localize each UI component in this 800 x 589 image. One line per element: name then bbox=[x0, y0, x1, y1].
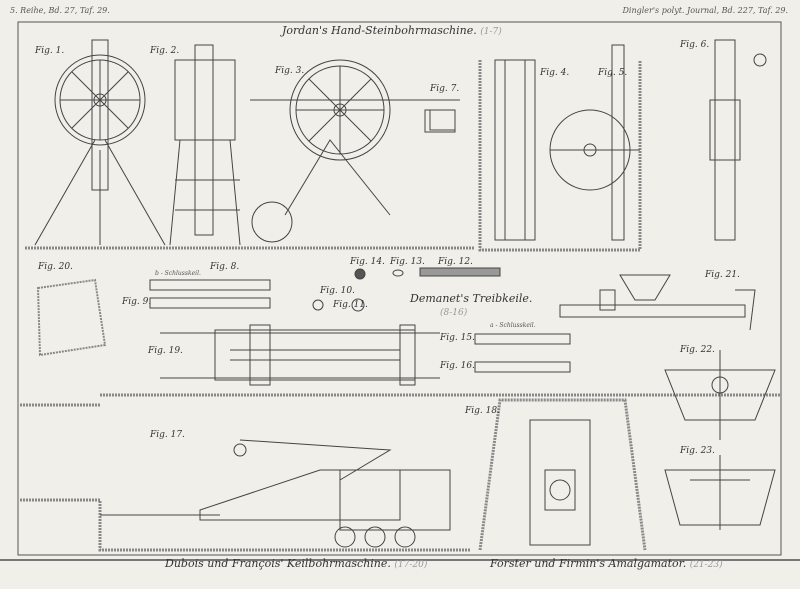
fig22-23-amalgamator-sections bbox=[664, 350, 776, 530]
fig1-drill-tripod bbox=[34, 39, 166, 246]
fig-label: Fig. 7. bbox=[430, 84, 460, 94]
fig-label: Fig. 19. bbox=[148, 346, 183, 356]
fig-label: Fig. 10. bbox=[320, 286, 355, 296]
fig17-wedge-drill-machine bbox=[100, 439, 451, 548]
fig2-drill-frame bbox=[169, 44, 241, 246]
fig-label: Fig. 2. bbox=[150, 46, 180, 56]
fig-label: Fig. 23. bbox=[680, 446, 715, 456]
header-right: Dingler's polyt. Journal, Bd. 227, Taf. … bbox=[622, 6, 788, 15]
section-title-jordan: Jordan's Hand-Steinbohrmaschine. (1-7) bbox=[282, 24, 502, 37]
range-text: (21-23) bbox=[689, 560, 723, 570]
wedge-drawings bbox=[149, 267, 571, 373]
fig-label: Fig. 12. bbox=[438, 257, 473, 267]
title-text: Jordan's Hand-Steinbohrmaschine. bbox=[282, 24, 477, 37]
title-text: Demanet's Treibkeile. bbox=[410, 292, 533, 305]
fig7-box bbox=[429, 109, 456, 131]
a-key-label: a - Schlusskeil. bbox=[490, 322, 536, 329]
fig-label: Fig. 9. bbox=[122, 297, 152, 307]
range-text: (1-7) bbox=[480, 27, 502, 37]
fig-label: Fig. 20. bbox=[38, 262, 73, 272]
fig-label: Fig. 5. bbox=[598, 68, 628, 78]
fig-label: Fig. 4. bbox=[540, 68, 570, 78]
fig19-plan-view bbox=[160, 324, 440, 386]
range-text: (17-20) bbox=[394, 560, 428, 570]
section-title-dubois: Dubois und François' Keilbohrmaschine. (… bbox=[165, 557, 427, 570]
fig-label: Fig. 6. bbox=[680, 40, 710, 50]
fig-label: Fig. 15. bbox=[440, 333, 475, 343]
fig-label: Fig. 17. bbox=[150, 430, 185, 440]
fig21-amalgamator-side bbox=[559, 274, 756, 331]
fig-label: Fig. 21. bbox=[705, 270, 740, 280]
fig-label: Fig. 18. bbox=[465, 406, 500, 416]
fig-label: Fig. 8. bbox=[210, 262, 240, 272]
ground-hatching bbox=[20, 60, 780, 552]
fig-label: Fig. 16. bbox=[440, 361, 475, 371]
b-key-label: b - Schlusskeil. bbox=[155, 270, 201, 277]
fig3-drill-carriage bbox=[250, 59, 460, 243]
fig-label: Fig. 3. bbox=[275, 66, 305, 76]
fig-label: Fig. 22. bbox=[680, 345, 715, 355]
section-title-demanet: Demanet's Treibkeile. (8-16) bbox=[410, 292, 532, 318]
section-title-forster: Forster und Firmin's Amalgamator. (21-23… bbox=[490, 557, 723, 570]
fig4-5-drill-in-tunnel bbox=[494, 44, 640, 241]
fig-label: Fig. 13. bbox=[390, 257, 425, 267]
fig18-machine-front-view bbox=[529, 419, 591, 546]
title-text: Forster und Firmin's Amalgamator. bbox=[490, 557, 687, 570]
header-left: 5. Reihe, Bd. 27, Taf. 29. bbox=[10, 6, 110, 15]
fig-label: Fig. 11. bbox=[333, 300, 368, 310]
fig-label: Fig. 1. bbox=[35, 46, 65, 56]
plate-border bbox=[17, 21, 782, 556]
fig-label: Fig. 14. bbox=[350, 257, 385, 267]
fig6-drill-section bbox=[709, 39, 767, 241]
title-text: Dubois und François' Keilbohrmaschine. bbox=[165, 557, 391, 570]
range-text: (8-16) bbox=[440, 308, 468, 318]
